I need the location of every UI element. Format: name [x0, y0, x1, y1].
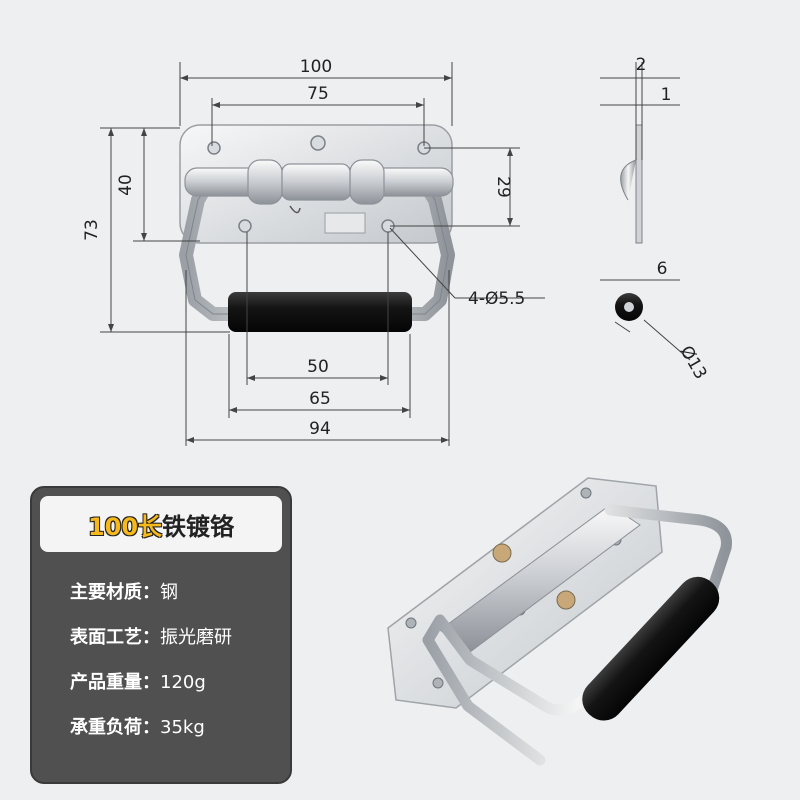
spec-label: 表面工艺：: [70, 627, 160, 648]
spec-value: 钢: [160, 582, 178, 603]
dim-hole-callout: 4-Ø5.5: [468, 289, 525, 309]
dim-overall-width: 100: [300, 57, 332, 77]
dim-total-height: 73: [82, 219, 102, 241]
spec-value: 120g: [160, 672, 206, 693]
stamp-mark: [324, 212, 366, 234]
dim-grip-length: 50: [307, 357, 329, 377]
spec-panel-title: 100长铁镀铬: [40, 496, 282, 552]
side-plate: [635, 124, 643, 244]
spec-value: 振光磨研: [160, 627, 232, 648]
dim-grip-diameter: Ø13: [676, 343, 711, 383]
title-length: 100长: [87, 512, 163, 541]
rubber-grip: [228, 292, 412, 332]
dim-inner-width: 65: [309, 389, 331, 409]
title-material: 铁镀铬: [162, 512, 235, 541]
spec-panel: 100长铁镀铬 主要材质：钢 表面工艺：振光磨研 产品重量：120g 承重负荷：…: [30, 486, 292, 784]
front-view-drawing: 100 75 73 40 29 4-Ø5.5 50 65 94: [82, 57, 545, 446]
spec-row-load: 承重负荷：35kg: [70, 713, 205, 739]
spec-label: 承重负荷：: [70, 717, 160, 738]
dim-hole-spacing-top: 75: [307, 84, 329, 104]
spec-value: 35kg: [160, 717, 205, 738]
spec-row-material: 主要材质：钢: [70, 578, 178, 604]
spec-row-weight: 产品重量：120g: [70, 668, 206, 694]
dim-offset: 1: [661, 85, 672, 105]
spec-label: 主要材质：: [70, 582, 160, 603]
handle-render: [387, 477, 732, 766]
dim-handle-width: 94: [309, 419, 331, 439]
spec-label: 产品重量：: [70, 672, 160, 693]
dim-plate-thickness: 2: [636, 55, 647, 75]
dim-hole-spacing-vertical: 29: [493, 176, 513, 198]
spec-row-finish: 表面工艺：振光磨研: [70, 623, 232, 649]
render-grip: [582, 576, 720, 721]
dim-height-left: 40: [116, 174, 136, 196]
side-view-drawing: 2 1 6 Ø13: [600, 55, 710, 383]
dim-depth: 6: [657, 259, 668, 279]
